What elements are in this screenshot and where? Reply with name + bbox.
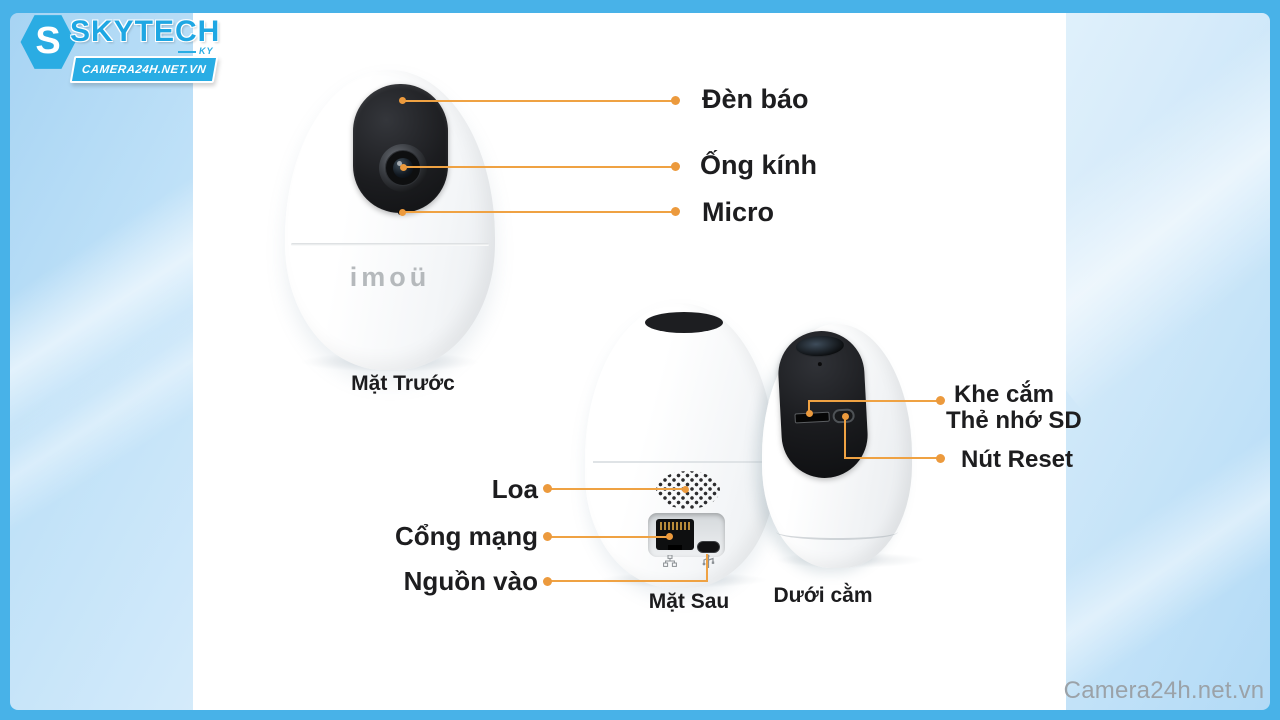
leader-line-sd xyxy=(808,400,939,402)
leader-dot xyxy=(543,532,552,541)
label-ethernet: Cổng mạng xyxy=(395,521,538,551)
back-camera-seam xyxy=(593,461,767,463)
ethernet-port xyxy=(656,519,694,550)
back-camera-body xyxy=(585,303,775,588)
logo-monogram: S xyxy=(35,20,61,62)
leader-dot xyxy=(671,207,680,216)
label-reset-button: Nút Reset xyxy=(961,446,1074,473)
label-lens: Ống kính xyxy=(700,150,817,180)
leader-dot xyxy=(936,396,945,405)
leader-dot xyxy=(671,162,680,171)
leader-dot xyxy=(543,577,552,586)
leader-line-speaker xyxy=(551,488,685,490)
side-lens xyxy=(794,333,846,359)
label-power-input: Nguồn vào xyxy=(403,566,538,596)
network-icon xyxy=(663,555,677,567)
front-view-caption: Mặt Trước xyxy=(351,372,455,395)
reset-button-dot xyxy=(842,413,849,420)
speaker-dot xyxy=(682,486,689,493)
power-usb-port xyxy=(697,541,720,553)
skytech-hexagon-icon: S xyxy=(20,15,76,69)
skytech-logo: S SKYTECH KY CAMERA24H.NET.VN xyxy=(20,12,221,83)
sd-slot-dot xyxy=(806,410,813,417)
leader-line-ethernet xyxy=(551,536,668,538)
leader-line-power xyxy=(551,580,708,582)
front-camera-seam xyxy=(291,243,489,246)
lens-highlight xyxy=(397,161,402,166)
ethernet-pins xyxy=(660,522,690,530)
leader-line-lens xyxy=(404,166,674,168)
leader-line-mic xyxy=(403,211,674,213)
microphone-dot xyxy=(399,209,406,216)
label-sd-slot-line1: Khe cắm xyxy=(953,381,1055,408)
bottom-view-camera-body xyxy=(762,324,912,568)
lens-dot xyxy=(400,164,407,171)
logo-title: SKYTECH xyxy=(70,15,221,48)
label-speaker: Loa xyxy=(491,474,538,504)
leader-dot xyxy=(671,96,680,105)
port-recess xyxy=(648,513,725,557)
label-indicator-light: Đèn báo xyxy=(702,84,809,114)
usb-icon xyxy=(702,554,715,568)
leader-line-reset-vertical xyxy=(844,419,846,459)
label-sd-slot-line2: Thẻ nhớ SD xyxy=(946,407,1082,434)
leader-dot xyxy=(936,454,945,463)
ethernet-dot xyxy=(666,533,673,540)
leader-line-power-vertical xyxy=(706,554,708,582)
indicator-led-dot xyxy=(399,97,406,104)
leader-line-sd-vertical xyxy=(808,401,810,413)
leader-dot xyxy=(543,484,552,493)
label-microphone: Micro xyxy=(702,197,775,227)
logo-banner-text: CAMERA24H.NET.VN xyxy=(81,64,207,76)
imou-brand-text: imoü xyxy=(349,262,431,292)
leader-line-reset xyxy=(844,457,939,459)
back-view-caption: Mặt Sau xyxy=(648,590,730,613)
side-mic-hole xyxy=(817,362,822,367)
base-seam-arc xyxy=(776,524,898,540)
logo-subtitle: KY xyxy=(178,46,214,56)
watermark-text: Camera24h.net.vn xyxy=(1063,677,1265,704)
camera-head-top xyxy=(645,312,723,333)
bottom-view-caption: Dưới cằm xyxy=(773,584,873,607)
ethernet-notch xyxy=(668,545,682,550)
logo-banner: CAMERA24H.NET.VN xyxy=(69,56,219,83)
leader-line-indicator xyxy=(402,100,674,102)
front-camera-body: imoü xyxy=(285,70,495,370)
